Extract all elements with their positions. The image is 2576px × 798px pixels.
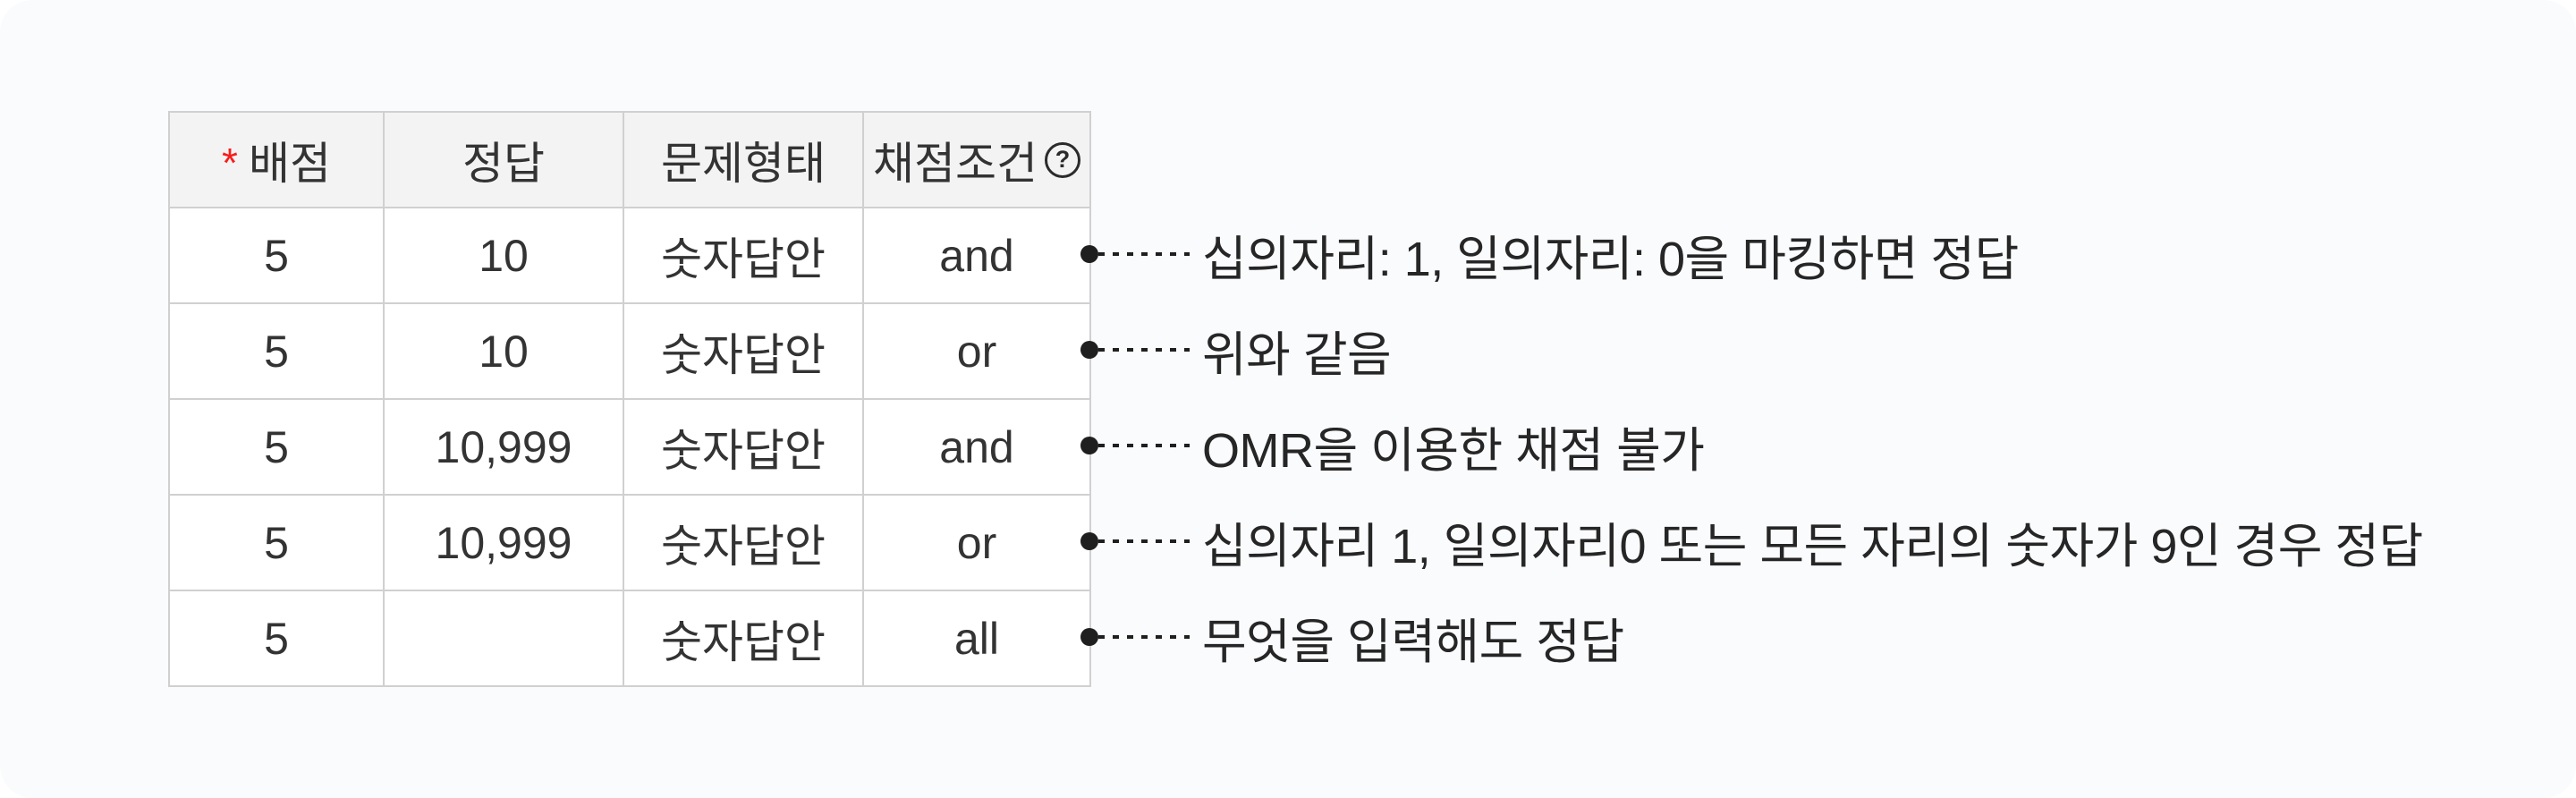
cell-grading-condition: or xyxy=(864,496,1089,590)
dotted-leader-line xyxy=(1098,252,1190,256)
cell-answer: 10,999 xyxy=(385,400,623,494)
cell-points: 5 xyxy=(170,496,383,590)
bullet-icon xyxy=(1080,245,1098,263)
annotation-row: 무엇을 입력해도 정답 xyxy=(1080,590,1624,683)
cell-answer: 10 xyxy=(385,304,623,398)
cell-points: 5 xyxy=(170,304,383,398)
cell-grading-condition: all xyxy=(864,591,1089,685)
header-cell-question-type: 문제형태 xyxy=(624,113,862,207)
header-cell-points: * 배점 xyxy=(170,113,383,207)
annotation-text: 무엇을 입력해도 정답 xyxy=(1202,615,1624,669)
bullet-icon xyxy=(1080,437,1098,454)
cell-points: 5 xyxy=(170,208,383,302)
cell-grading-condition: or xyxy=(864,304,1089,398)
annotation-row: 위와 같음 xyxy=(1080,303,1392,396)
bullet-icon xyxy=(1080,628,1098,646)
header-label-question-type: 문제형태 xyxy=(661,138,826,189)
cell-question-type: 숫자답안 xyxy=(624,400,862,494)
dotted-leader-line xyxy=(1098,539,1190,543)
header-label-grading-condition: 채점조건 xyxy=(873,138,1038,189)
cell-grading-condition: and xyxy=(864,208,1089,302)
cell-answer: 10,999 xyxy=(385,496,623,590)
header-cell-grading-condition: 채점조건 ? xyxy=(864,113,1089,207)
cell-answer-empty xyxy=(385,591,623,685)
annotation-text: 위와 같음 xyxy=(1202,327,1392,382)
header-label-points: 배점 xyxy=(248,138,331,189)
cell-question-type: 숫자답안 xyxy=(624,304,862,398)
annotation-row: OMR을 이용한 채점 불가 xyxy=(1080,399,1705,492)
cell-question-type: 숫자답안 xyxy=(624,591,862,685)
required-asterisk: * xyxy=(222,139,238,186)
dotted-leader-line xyxy=(1098,635,1190,639)
cell-question-type: 숫자답안 xyxy=(624,208,862,302)
dotted-leader-line xyxy=(1098,444,1190,447)
annotation-row: 십의자리 1, 일의자리0 또는 모든 자리의 숫자가 9인 경우 정답 xyxy=(1080,495,2423,588)
cell-grading-condition: and xyxy=(864,400,1089,494)
help-icon[interactable]: ? xyxy=(1045,141,1080,178)
annotation-text: 십의자리 1, 일의자리0 또는 모든 자리의 숫자가 9인 경우 정답 xyxy=(1202,519,2423,573)
header-label-answer: 정답 xyxy=(462,138,545,189)
cell-points: 5 xyxy=(170,400,383,494)
bullet-icon xyxy=(1080,532,1098,550)
cell-answer: 10 xyxy=(385,208,623,302)
dotted-leader-line xyxy=(1098,348,1190,352)
cell-question-type: 숫자답안 xyxy=(624,496,862,590)
header-cell-answer: 정답 xyxy=(385,113,623,207)
annotation-text: OMR을 이용한 채점 불가 xyxy=(1202,423,1705,478)
annotation-text: 십의자리: 1, 일의자리: 0을 마킹하면 정답 xyxy=(1202,232,2019,286)
annotation-row: 십의자리: 1, 일의자리: 0을 마킹하면 정답 xyxy=(1080,208,2019,301)
bullet-icon xyxy=(1080,341,1098,359)
cell-points: 5 xyxy=(170,591,383,685)
grading-conditions-table: * 배점 정답 문제형태 채점조건 ? 5 10 숫자답안 and 5 10 숫… xyxy=(168,111,1091,687)
